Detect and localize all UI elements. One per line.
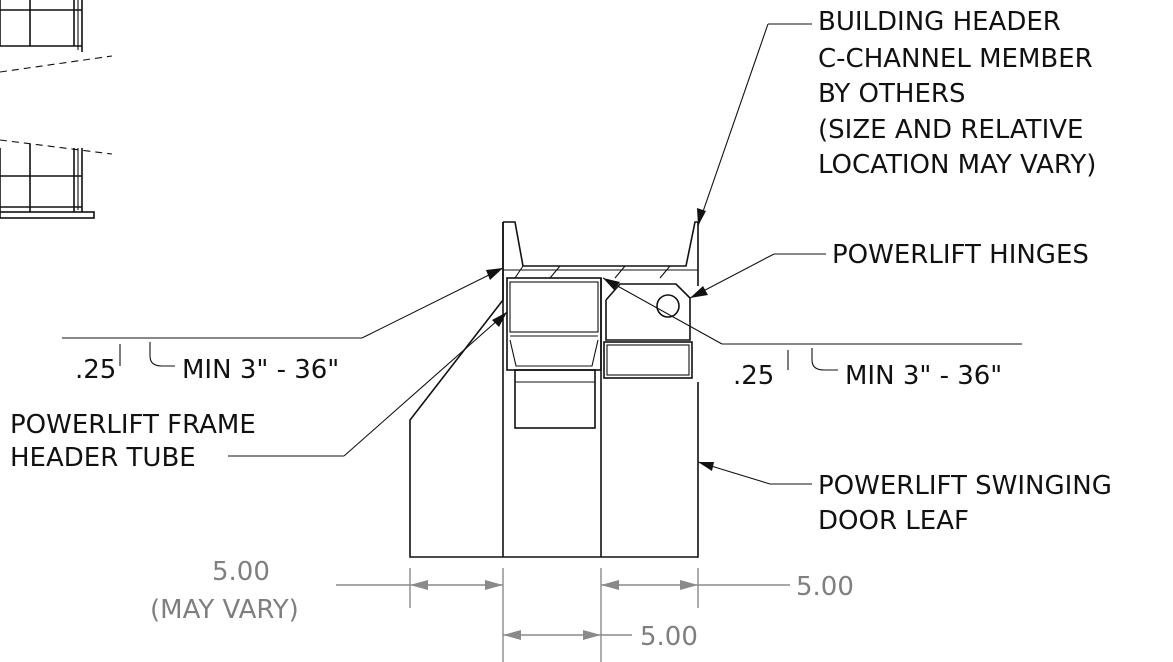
dimension-bottom xyxy=(502,608,632,662)
door-frame-assembly xyxy=(409,221,699,558)
leader-hinges xyxy=(689,253,826,299)
weld-right-length: MIN 3" - 36" xyxy=(845,361,1002,391)
callout-swinging-door: POWERLIFT SWINGING DOOR LEAF xyxy=(818,471,1112,536)
dimension-left-note: (MAY VARY) xyxy=(150,595,299,625)
building-header-line-1: BUILDING HEADER xyxy=(818,7,1061,37)
building-header-line-3: BY OTHERS xyxy=(818,79,965,109)
dimension-bottom-value: 5.00 xyxy=(640,622,698,652)
leader-building-header xyxy=(697,23,812,227)
dimension-left xyxy=(336,568,504,608)
callout-hinges: POWERLIFT HINGES xyxy=(832,240,1089,270)
weld-left-size: .25 xyxy=(75,355,116,385)
weld-right-size: .25 xyxy=(733,361,774,391)
callout-frame-header-tube: POWERLIFT FRAME HEADER TUBE xyxy=(10,410,256,473)
weld-symbol-left xyxy=(62,267,504,367)
weld-symbol-right xyxy=(602,277,1022,371)
frame-tube-line-2: HEADER TUBE xyxy=(10,443,196,473)
building-header-line-2: C-CHANNEL MEMBER xyxy=(818,44,1093,74)
callout-building-header: BUILDING HEADER C-CHANNEL MEMBER BY OTHE… xyxy=(818,7,1096,180)
swinging-door-line-1: POWERLIFT SWINGING xyxy=(818,471,1112,501)
dimension-left-value: 5.00 xyxy=(212,557,270,587)
leader-swinging-door xyxy=(697,461,812,485)
window-fragment-top xyxy=(0,0,113,73)
frame-tube-line-1: POWERLIFT FRAME xyxy=(10,410,256,440)
building-header-line-5: LOCATION MAY VARY) xyxy=(818,150,1096,180)
dimension-right xyxy=(600,568,790,608)
leader-frame-header-tube xyxy=(228,311,508,457)
swinging-door-line-2: DOOR LEAF xyxy=(818,506,969,536)
building-header-line-4: (SIZE AND RELATIVE xyxy=(818,115,1083,145)
weld-left-length: MIN 3" - 36" xyxy=(182,355,339,385)
window-fragment-bottom xyxy=(0,139,113,219)
dimension-right-value: 5.00 xyxy=(796,572,854,602)
